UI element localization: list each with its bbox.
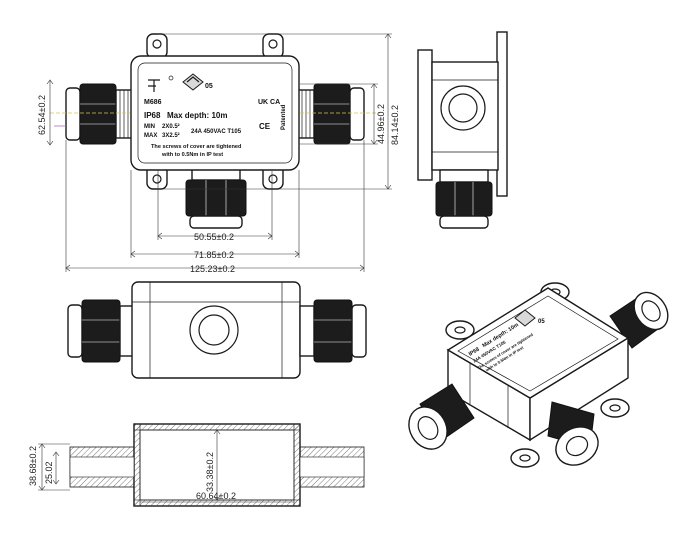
iso-logo [514, 309, 536, 327]
iso-logo-number: 05 [538, 319, 545, 325]
iso-label-ip: IP68 [468, 347, 481, 358]
label-depth: Max depth: 10m [167, 111, 227, 120]
brand-logo-diamond [182, 73, 204, 91]
dim-84: 84.14±0.2 [390, 105, 400, 145]
label-ce: CE [259, 122, 271, 131]
section-view: 38.68±0.2 25.02 33.38±0.2 60.64±0.2 [28, 423, 365, 507]
front-port-inner [198, 314, 230, 346]
iso-gland-right [609, 291, 669, 349]
side-port-inner [448, 93, 478, 123]
logo-number: 05 [205, 83, 213, 90]
top-view: 05 M686 IP68 Max depth: 10m MIN 2X0.5² M… [37, 33, 400, 274]
cable-gland-right [297, 83, 365, 145]
dim-25: 25.02 [44, 461, 54, 484]
iso-gland-left [408, 383, 475, 450]
cable-gland-bottom [185, 165, 247, 229]
dim-71: 71.85±0.2 [194, 250, 234, 260]
side-gland [435, 181, 493, 217]
label-ip: IP68 [144, 111, 161, 120]
mount-ear-top-right [262, 33, 284, 59]
front-gland-right [313, 299, 353, 363]
label-screws-2: with to 0.5Nm in IP test [161, 152, 223, 158]
label-max-val: 3X2.5² [162, 132, 180, 139]
front-body [131, 281, 301, 379]
brand-logo-left [148, 79, 160, 92]
isometric-view: IP68 Max depth: 10m 24A 450VAC T105 The … [408, 282, 669, 468]
label-min: MIN [144, 124, 155, 130]
side-port-outer [440, 85, 486, 131]
label-ukca: UK CA [258, 99, 280, 106]
side-view [417, 31, 508, 229]
label-rating: 24A 450VAC T105 [191, 129, 242, 135]
enclosure-top [130, 55, 300, 171]
cable-gland-left [65, 83, 133, 145]
dim-38: 38.68±0.2 [28, 446, 38, 486]
label-model: M686 [144, 99, 162, 106]
dim-50: 50.55±0.2 [194, 232, 234, 242]
label-screws-1: The screws of cover are tightened [151, 144, 242, 150]
front-view [67, 281, 367, 379]
front-port-outer [189, 305, 239, 355]
dim-62: 62.54±0.2 [37, 95, 47, 135]
front-gland-left [81, 299, 121, 363]
label-min-val: 2X0.5² [162, 123, 180, 130]
iso-gland-bottom [547, 401, 599, 466]
label-patented: Patented [281, 104, 287, 130]
dim-44: 44.96±0.2 [376, 104, 386, 144]
dim-33: 33.38±0.2 [205, 452, 215, 492]
dim-125: 125.23±0.2 [190, 264, 235, 274]
dim-60: 60.64±0.2 [196, 491, 236, 501]
mount-ear-top-left [146, 33, 168, 59]
label-max: MAX [144, 133, 157, 139]
